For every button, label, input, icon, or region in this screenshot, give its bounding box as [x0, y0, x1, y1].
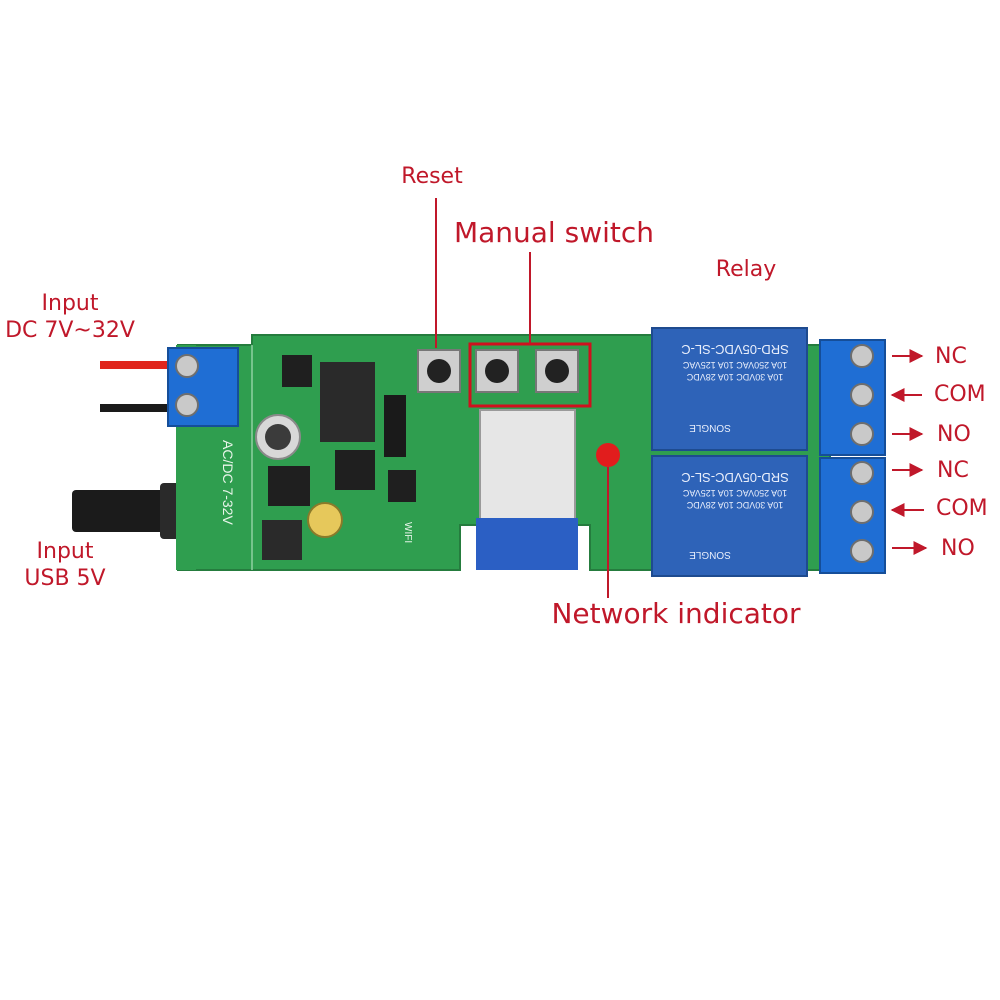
terminal-label-com-top: COM — [934, 382, 986, 407]
input-usb-label-line2: USB 5V — [24, 566, 106, 591]
wifi-antenna — [476, 518, 578, 570]
screw-icon — [850, 344, 874, 368]
screw-icon — [175, 354, 199, 378]
switch-button-1-cap — [485, 359, 509, 383]
wifi-module — [479, 409, 576, 521]
screw-icon — [850, 422, 874, 446]
relay-top-model: SRD-05VDC-SL-C — [681, 342, 789, 357]
inductor — [320, 362, 375, 442]
reset-button[interactable] — [417, 349, 461, 393]
switch-button-2[interactable] — [535, 349, 579, 393]
relay-label: Relay — [715, 257, 777, 282]
red-wire — [100, 361, 175, 369]
regulator-chip — [335, 450, 375, 490]
screw-icon — [175, 393, 199, 417]
ic-chip — [268, 466, 310, 506]
screw-icon — [850, 383, 874, 407]
manual-switch-label: Manual switch — [453, 216, 655, 249]
reset-button-cap — [427, 359, 451, 383]
relay-top-rating-1: 10A 250VAC 10A 125VAC — [682, 360, 787, 370]
input-dc-label-line2: DC 7V~32V — [5, 318, 135, 343]
terminal-label-nc-bottom: NC — [937, 458, 969, 483]
capacitor-2 — [307, 502, 343, 538]
board-wifi-text: WIFI — [402, 522, 413, 543]
transistor — [388, 470, 416, 502]
capacitor-top — [265, 424, 291, 450]
usb-cable — [72, 490, 182, 532]
power-inductor — [262, 520, 302, 560]
screw-icon — [850, 500, 874, 524]
switch-button-2-cap — [545, 359, 569, 383]
board-voltage-text: AC/DC 7-32V — [220, 440, 236, 525]
reset-label: Reset — [401, 164, 463, 189]
network-indicator-led — [596, 443, 620, 467]
input-usb-label-line1: Input — [36, 539, 94, 564]
terminal-label-nc-top: NC — [935, 344, 967, 369]
relay-bottom-model: SRD-05VDC-SL-C — [681, 470, 789, 485]
terminal-label-no-top: NO — [937, 422, 971, 447]
screw-icon — [850, 539, 874, 563]
network-indicator-label: Network indicator — [551, 597, 801, 630]
relay-top-brand: SONGLE — [689, 422, 731, 433]
screw-icon — [850, 461, 874, 485]
input-dc-label-line1: Input — [41, 291, 99, 316]
relay-bottom-rating-1: 10A 250VAC 10A 125VAC — [682, 488, 787, 498]
small-chip — [282, 355, 312, 387]
relay-top — [651, 327, 808, 451]
relay-bottom — [651, 455, 808, 577]
relay-bottom-rating-2: 10A 30VDC 10A 28VDC — [686, 500, 783, 510]
relay-top-rating-2: 10A 30VDC 10A 28VDC — [686, 372, 783, 382]
terminal-label-com-bottom: COM — [936, 496, 988, 521]
black-wire — [100, 404, 175, 412]
pin-header — [384, 395, 406, 457]
relay-bottom-brand: SONGLE — [689, 549, 731, 560]
terminal-label-no-bottom: NO — [941, 536, 975, 561]
